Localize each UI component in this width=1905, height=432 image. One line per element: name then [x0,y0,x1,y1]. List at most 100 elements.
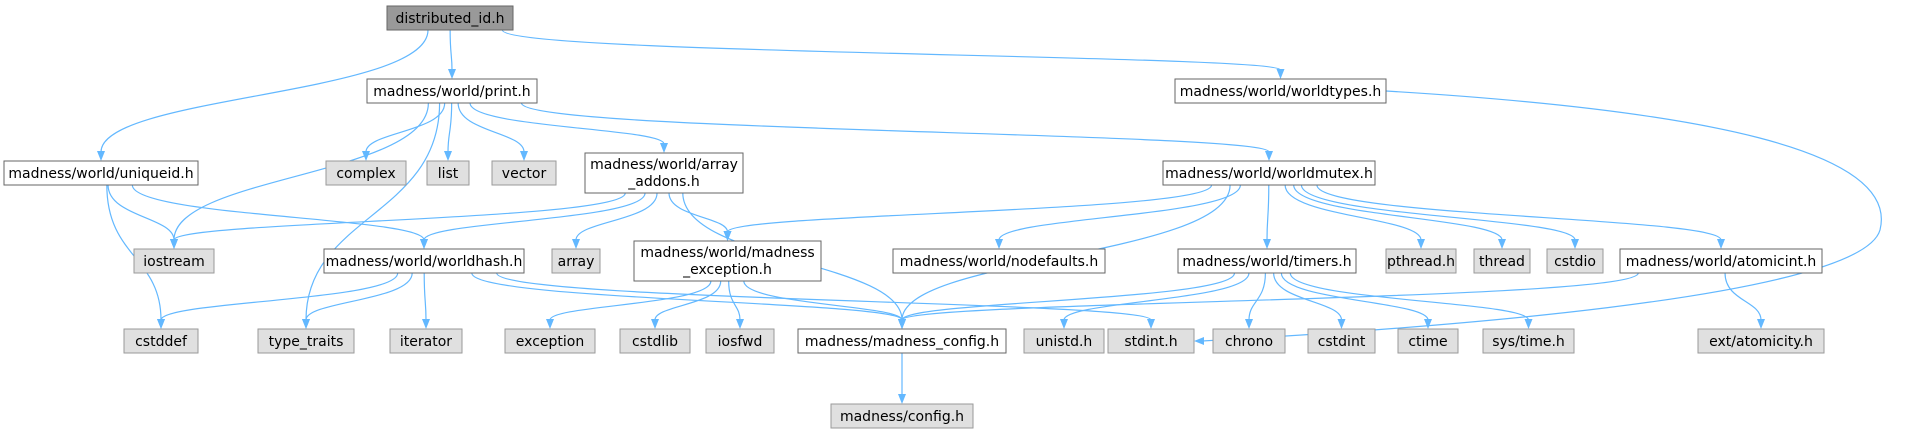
edge-arrowhead [1337,319,1346,329]
node-nodefaults[interactable]: madness/world/nodefaults.h [892,248,1106,274]
edge-arrowhead [422,319,430,329]
node-print[interactable]: madness/world/print.h [366,78,538,104]
nodes-layer: distributed_id.h madness/world/print.h mad… [3,5,1825,429]
node-array-addons[interactable]: madness/world/array_addons.h [584,152,744,194]
node-worldhash[interactable]: madness/world/worldhash.h [323,248,525,274]
node-label: iostream [143,254,205,270]
node-box [551,248,601,274]
node-label-line2: _addons.h [627,174,699,190]
node-timers[interactable]: madness/world/timers.h [1177,248,1357,274]
node-stdint: stdint.h [1107,328,1195,354]
edge-print-list [447,102,453,153]
edge-print-vector [457,102,525,153]
node-label: ctime [1408,334,1447,350]
node-label: exception [516,334,584,350]
node-box [892,248,1106,274]
node-box [257,328,355,354]
edge-arrowhead [1717,239,1725,249]
node-atomicint[interactable]: madness/world/atomicint.h [1619,248,1823,274]
node-iterator: iterator [389,328,463,354]
node-complex: complex [325,160,407,186]
node-ctime: ctime [1397,328,1459,354]
edge-arrowhead [651,319,659,329]
node-config: madness/config.h [830,403,974,429]
node-box [830,403,974,429]
edge-worldhash-cstddef [160,272,399,321]
edge-arrowhead [898,319,906,329]
node-array: array [551,248,601,274]
node-label: madness/world/print.h [373,84,530,100]
node-label: distributed_id.h [395,11,504,27]
node-box [797,328,1007,354]
node-box [389,328,463,354]
node-label: madness/madness_config.h [805,334,999,350]
edge-uniqueid-worldhash [131,184,425,241]
edge-arrowhead [546,319,554,329]
node-box [426,160,470,186]
node-madness-config[interactable]: madness/madness_config.h [797,328,1007,354]
edge-arrowhead [170,239,178,249]
edge-arrowhead [1571,239,1579,249]
node-box [705,328,775,354]
node-worldmutex[interactable]: madness/world/worldmutex.h [1162,160,1376,186]
edge-worldhash-madness_config [471,272,903,321]
node-label: stdint.h [1124,334,1177,350]
node-label: cstdint [1318,334,1366,350]
node-unistd: unistd.h [1023,328,1105,354]
node-box [1473,248,1531,274]
node-label: madness/world/uniqueid.h [8,166,193,182]
node-label: cstdio [1554,254,1596,270]
node-box [504,328,596,354]
node-box [133,248,215,274]
node-list: list [426,160,470,186]
node-uniqueid[interactable]: madness/world/uniqueid.h [3,160,199,186]
node-root[interactable]: distributed_id.h [386,5,514,31]
node-box [1697,328,1825,354]
node-label: iterator [400,334,452,350]
node-cstdio: cstdio [1546,248,1604,274]
node-madness-exception[interactable]: madness/world/madness_exception.h [633,240,822,282]
node-label: iosfwd [718,334,763,350]
edge-print-iostream [173,102,429,241]
node-label: cstdlib [632,334,678,350]
edge-arrowhead [1498,239,1506,249]
node-worldtypes[interactable]: madness/world/worldtypes.h [1174,78,1387,104]
edge-arrowhead [1263,239,1271,249]
edge-arrowhead [1060,319,1068,329]
node-box [323,248,525,274]
node-label: sys/time.h [1492,334,1565,350]
node-vector: vector [491,160,557,186]
node-box [1107,328,1195,354]
edge-array_addons-array [575,192,658,241]
edge-arrowhead [1417,239,1425,249]
node-label: madness/world/atomicint.h [1626,254,1817,270]
edge-timers-systime [1289,272,1530,321]
node-box [1212,328,1286,354]
node-label: pthread.h [1387,254,1455,270]
edge-print-complex [365,102,446,153]
edge-arrowhead [157,319,165,329]
edge-arrowhead [1276,69,1285,79]
edge-arrowhead [97,151,105,161]
edge-arrowhead [1424,319,1432,329]
edge-timers-cstdint [1273,272,1343,321]
node-box [123,328,199,354]
node-label: array [558,254,595,270]
edge-arrowhead [736,319,744,329]
node-type-traits: type_traits [257,328,355,354]
node-box [366,78,538,104]
node-systime: sys/time.h [1482,328,1575,354]
edge-worldmutex-atomicint [1316,184,1722,241]
node-box [1385,248,1457,274]
edge-root-uniqueid [100,29,429,153]
edge-worldtypes-stdint [1201,90,1882,342]
node-pthread: pthread.h [1385,248,1457,274]
edge-madness_exception-iosfwd [728,280,741,321]
edge-arrowhead [660,143,668,153]
edge-madness_exception-madness_config [743,280,903,321]
edge-array_addons-worldhash [423,192,646,241]
node-box [1546,248,1604,274]
edge-arrowhead [1147,319,1155,329]
node-label: madness/world/nodefaults.h [900,254,1098,270]
edge-arrowhead [898,394,906,404]
